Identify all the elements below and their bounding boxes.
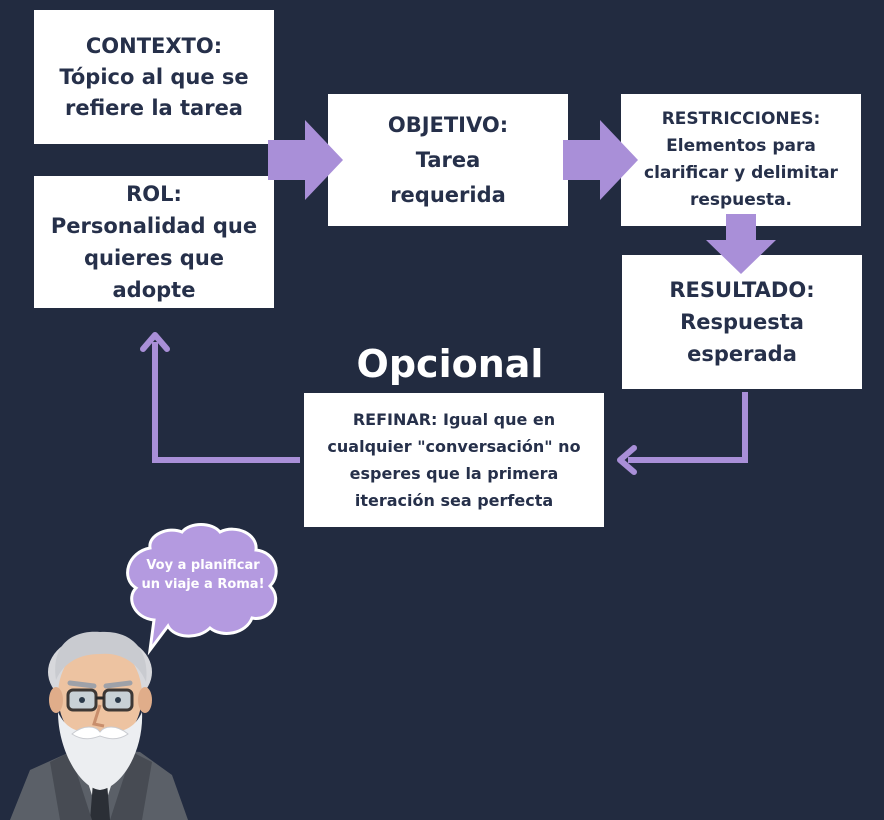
old-man-illustration [10, 631, 188, 820]
arrow-to-result [706, 214, 776, 274]
optional-label: Opcional [356, 342, 544, 386]
speech-bubble-icon [126, 523, 278, 656]
restrictions-box: RESTRICCIONES: Elementos para clarificar… [621, 94, 861, 226]
context-title: CONTEXTO: [85, 33, 223, 58]
objective-title: OBJETIVO: [387, 112, 509, 137]
arrowhead-role [140, 332, 170, 352]
objective-box: OBJETIVO: Tarea requerida [328, 94, 568, 226]
restrictions-text: Elementos para clarificar y delimitar re… [644, 136, 838, 210]
refine-text: REFINAR: Igual que en cualquier "convers… [327, 410, 581, 510]
result-box: RESULTADO: Respuesta esperada [622, 255, 862, 389]
refine-box: REFINAR: Igual que en cualquier "convers… [304, 393, 604, 527]
result-title: RESULTADO: [669, 278, 815, 302]
result-text: Respuesta esperada [680, 310, 804, 366]
arrow-to-restrictions [563, 120, 638, 200]
arrow-to-objective [268, 120, 343, 200]
context-text: Tópico al que se refiere la tarea [59, 64, 249, 120]
role-box: ROL: Personalidad que quieres que adopte [34, 176, 274, 308]
arrow-result-to-refine [628, 392, 748, 463]
context-box: CONTEXTO: Tópico al que se refiere la ta… [34, 10, 274, 144]
speech-bubble-text: Voy a planificar un viaje a Roma! [141, 558, 265, 592]
role-text: Personalidad que quieres que adopte [50, 214, 258, 302]
restrictions-title: RESTRICCIONES: [661, 109, 821, 129]
arrow-refine-to-role [152, 342, 300, 463]
role-title: ROL: [126, 182, 182, 206]
objective-text: Tarea requerida [390, 147, 506, 207]
arrowhead-refine [617, 445, 637, 475]
